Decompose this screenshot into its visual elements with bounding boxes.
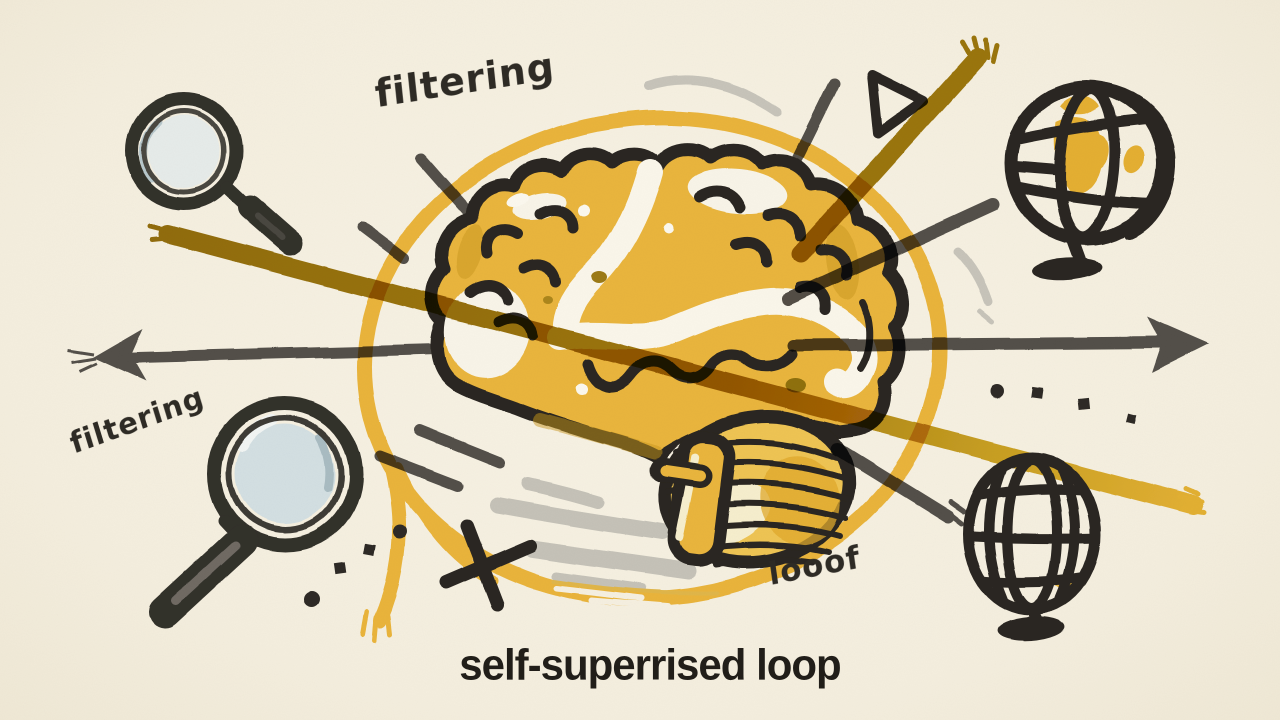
caption-text: self-superrised loop — [459, 640, 841, 689]
